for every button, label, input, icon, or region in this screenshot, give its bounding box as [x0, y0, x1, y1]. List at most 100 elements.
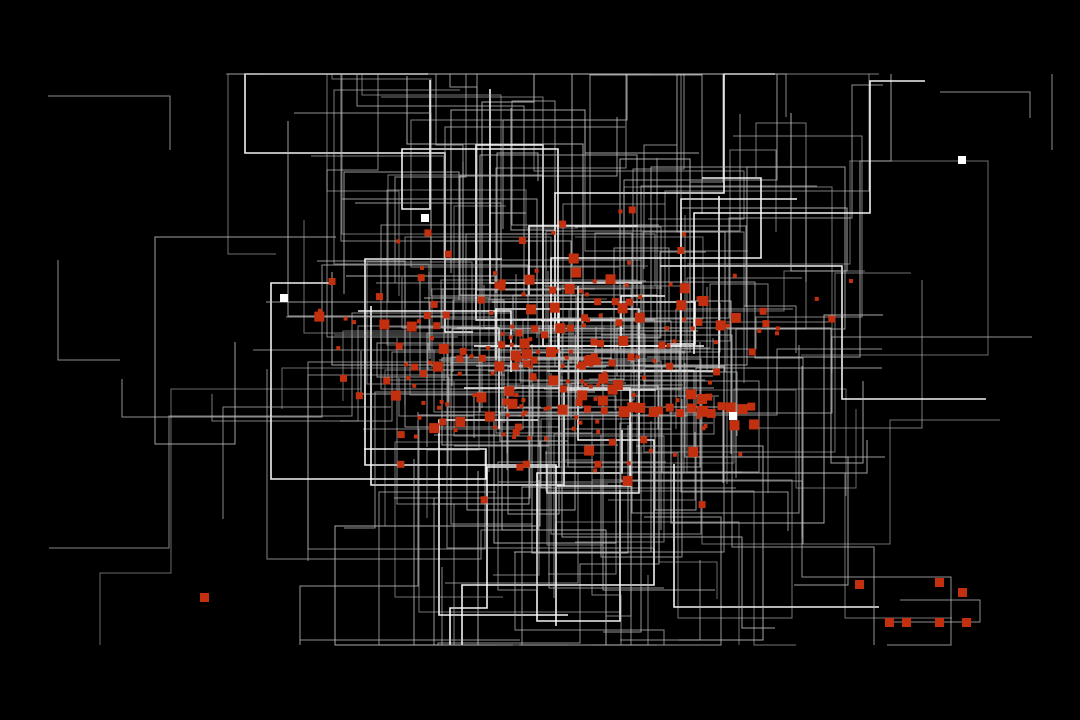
node-square [596, 429, 601, 434]
wire [444, 368, 481, 413]
wire [413, 459, 513, 646]
wire [418, 429, 621, 613]
node-square [417, 415, 422, 420]
node-square [560, 363, 565, 368]
node-square [635, 354, 640, 359]
node-square [534, 268, 539, 273]
node-square [607, 384, 618, 395]
node-square [679, 283, 690, 294]
node-square [747, 402, 756, 411]
node-layer [200, 156, 971, 627]
node-square [549, 286, 557, 294]
wire [355, 202, 502, 374]
node-square [390, 390, 401, 401]
node-square [935, 578, 944, 587]
node-square [737, 404, 748, 415]
node-square [340, 374, 347, 382]
wire [636, 445, 764, 641]
node-square [668, 282, 673, 287]
node-square [583, 382, 588, 387]
node-square [519, 404, 524, 409]
node-square [546, 347, 556, 358]
wire [558, 337, 803, 538]
wire [344, 391, 579, 529]
node-square [395, 342, 403, 350]
node-square [579, 362, 586, 370]
wire [660, 265, 986, 400]
node-square [602, 371, 607, 376]
highlight-node [421, 214, 429, 222]
node-square [962, 618, 971, 627]
node-square [732, 273, 737, 278]
wire [48, 95, 171, 150]
node-square [596, 383, 601, 387]
wire [619, 158, 732, 454]
wire [545, 451, 796, 646]
wire [552, 281, 804, 544]
wire [670, 314, 883, 524]
node-square [420, 265, 424, 270]
wire [536, 430, 623, 622]
node-square [590, 338, 598, 346]
wire [326, 73, 511, 338]
node-square [682, 317, 687, 322]
node-square [627, 353, 635, 361]
wire [342, 198, 538, 338]
node-square [343, 316, 348, 321]
wire [528, 358, 705, 535]
node-square [626, 461, 631, 466]
node-square [397, 431, 405, 439]
wire [549, 149, 777, 342]
node-square [814, 296, 819, 301]
highlight-node [729, 412, 737, 420]
node-square [665, 326, 669, 331]
wire [446, 345, 655, 549]
node-square [404, 362, 409, 367]
wire [620, 295, 665, 343]
wire [493, 480, 540, 576]
node-square [521, 412, 526, 417]
wire [603, 447, 642, 633]
node-square [775, 331, 779, 336]
node-square [439, 399, 444, 404]
node-square [701, 426, 706, 431]
node-square [557, 404, 568, 415]
node-square [698, 296, 709, 306]
node-square [713, 368, 721, 376]
node-square [748, 348, 756, 356]
wire [561, 376, 775, 629]
node-square [697, 394, 707, 404]
node-square [504, 386, 515, 397]
wire [453, 205, 506, 319]
wire [307, 361, 483, 561]
node-square [445, 402, 450, 407]
node-square [383, 377, 391, 385]
node-square [480, 496, 488, 504]
wire [479, 154, 638, 344]
node-square [564, 283, 575, 294]
wire [744, 305, 797, 353]
node-square [564, 355, 569, 360]
wire [521, 373, 568, 646]
wire [643, 144, 677, 269]
node-square [565, 379, 570, 384]
node-square [627, 402, 638, 413]
node-square [652, 359, 657, 363]
wire [453, 381, 665, 543]
node-square [469, 354, 474, 359]
node-square [617, 303, 628, 314]
wire [489, 89, 642, 284]
node-square [729, 420, 740, 431]
node-square [648, 407, 659, 417]
wire [426, 346, 583, 518]
node-square [514, 393, 519, 398]
node-square [419, 370, 427, 377]
wire [154, 236, 336, 445]
wire [459, 117, 658, 372]
wire [555, 483, 740, 645]
node-square [697, 405, 708, 417]
wire [507, 366, 606, 515]
node-square [738, 452, 743, 457]
